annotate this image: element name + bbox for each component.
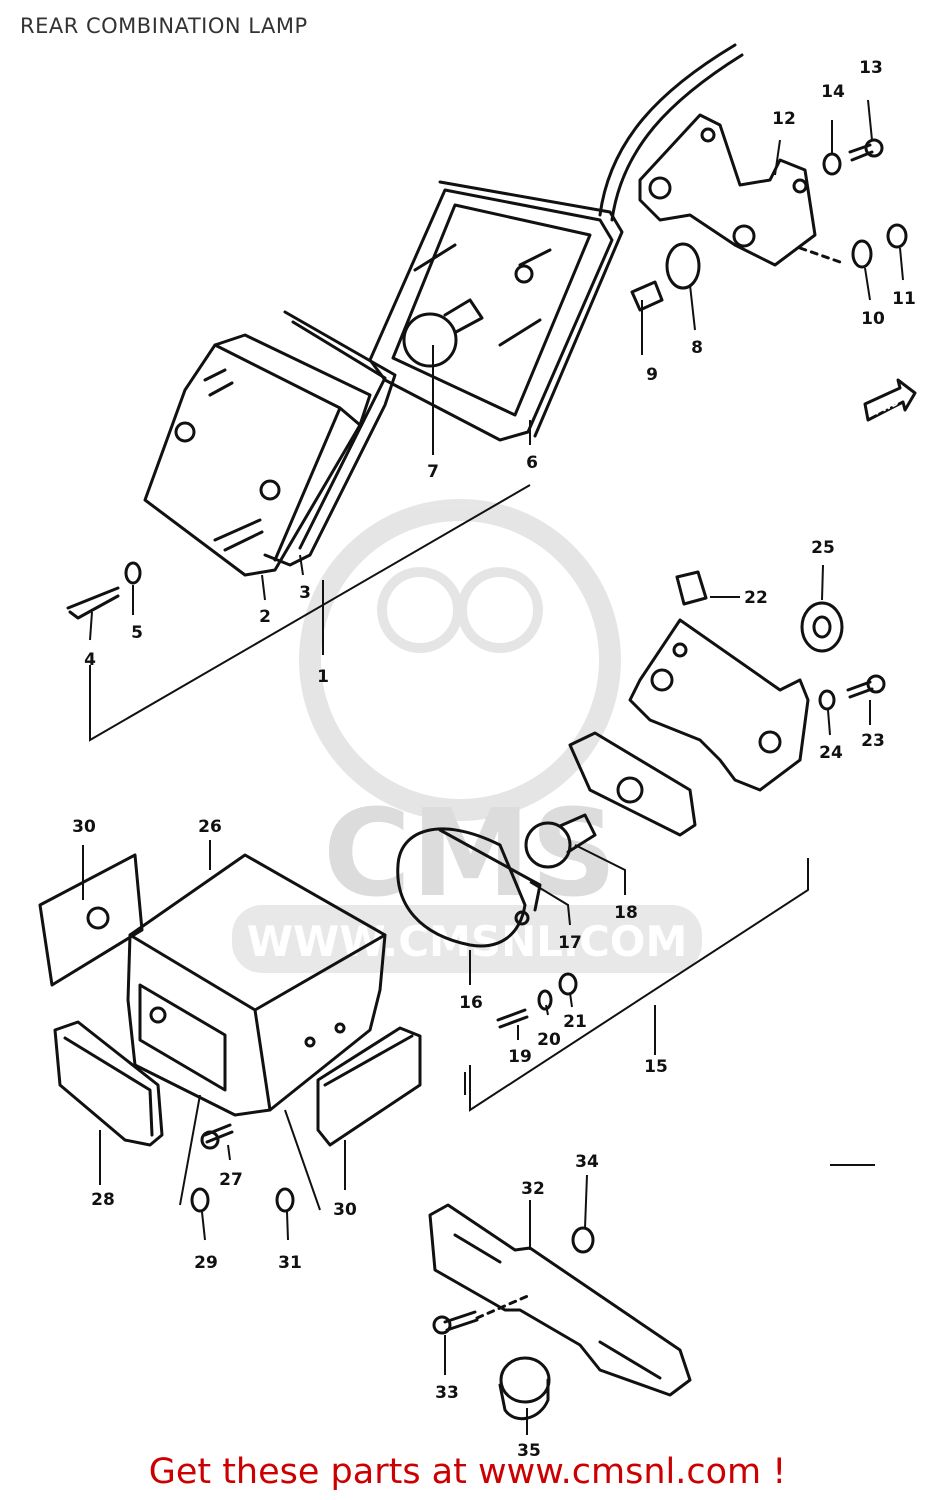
part-label-30-top: 30 [72,817,96,837]
part-label-16: 16 [459,993,483,1013]
license-lens [396,827,542,948]
part-label-34: 34 [575,1152,599,1172]
part-label-29: 29 [194,1253,218,1273]
grommet-25 [800,601,844,653]
grommet-8 [665,242,701,290]
part-label-32: 32 [521,1179,545,1199]
bulb-18 [524,813,597,869]
screw-4 [66,586,120,620]
part-label-11: 11 [892,289,916,309]
part-label-6: 6 [526,453,538,473]
watermark-url: WWW.CMSNL.COM [247,917,688,966]
part-label-30-bottom: 30 [333,1200,357,1220]
part-label-17: 17 [558,933,582,953]
reflector-30-bottom [316,1026,422,1147]
spacer-35 [498,1356,551,1421]
washer-10 [851,239,873,269]
part-label-12: 12 [772,109,796,129]
part-label-5: 5 [131,623,143,643]
rear-housing [126,853,387,1117]
part-label-15: 15 [644,1057,668,1077]
taillight-lens [143,333,372,577]
license-plate-bracket [428,1203,692,1397]
nut-29 [190,1187,210,1213]
part-label-21: 21 [563,1012,587,1032]
part-label-3: 3 [299,583,311,603]
washer-20 [537,989,553,1011]
part-label-20: 20 [537,1030,561,1050]
bulb-7 [402,298,484,368]
nut-21 [558,972,578,996]
wire-harness [598,43,744,222]
part-label-24: 24 [819,743,843,763]
nut-24 [818,689,836,711]
washer-5 [124,561,142,585]
bolt-23 [846,680,874,699]
part-label-7: 7 [427,462,439,482]
nut-11 [886,223,908,249]
nut-31 [275,1187,295,1213]
lamp-socket [568,731,697,837]
part-label-26: 26 [198,817,222,837]
part-label-14: 14 [821,82,845,102]
lamp-housing [368,180,624,442]
promo-banner[interactable]: Get these parts at www.cmsnl.com ! [148,1452,787,1492]
page-title: REAR COMBINATION LAMP [20,14,308,38]
collar-9 [630,280,664,312]
part-label-28: 28 [91,1190,115,1210]
screw-19 [496,1008,529,1029]
fwd-arrow-icon [863,378,917,422]
part-label-13: 13 [859,58,883,78]
nut-34 [571,1226,595,1254]
part-labels: 1 2 3 4 5 6 7 8 9 10 11 12 13 14 15 16 1… [72,58,916,1461]
mounting-bracket [638,113,817,267]
part-label-18: 18 [614,903,638,923]
reflector-30-top [38,853,144,987]
lens-gasket [263,310,397,567]
nut-14 [822,152,842,176]
part-label-25: 25 [811,538,835,558]
part-label-27: 27 [219,1170,243,1190]
watermark-brand: CMS [323,785,617,924]
part-label-19: 19 [508,1047,532,1067]
pad-22 [675,570,708,606]
part-label-1: 1 [317,667,329,687]
part-label-10: 10 [861,309,885,329]
part-label-23: 23 [861,731,885,751]
part-label-4: 4 [84,650,96,670]
part-label-31: 31 [278,1253,302,1273]
part-label-35: 35 [517,1441,541,1461]
part-label-2: 2 [259,607,271,627]
part-label-9: 9 [646,365,658,385]
part-label-22: 22 [744,588,768,608]
part-label-33: 33 [435,1383,459,1403]
reflector-28 [53,1020,164,1147]
part-label-8: 8 [691,338,703,358]
license-lamp-bracket [628,618,810,792]
